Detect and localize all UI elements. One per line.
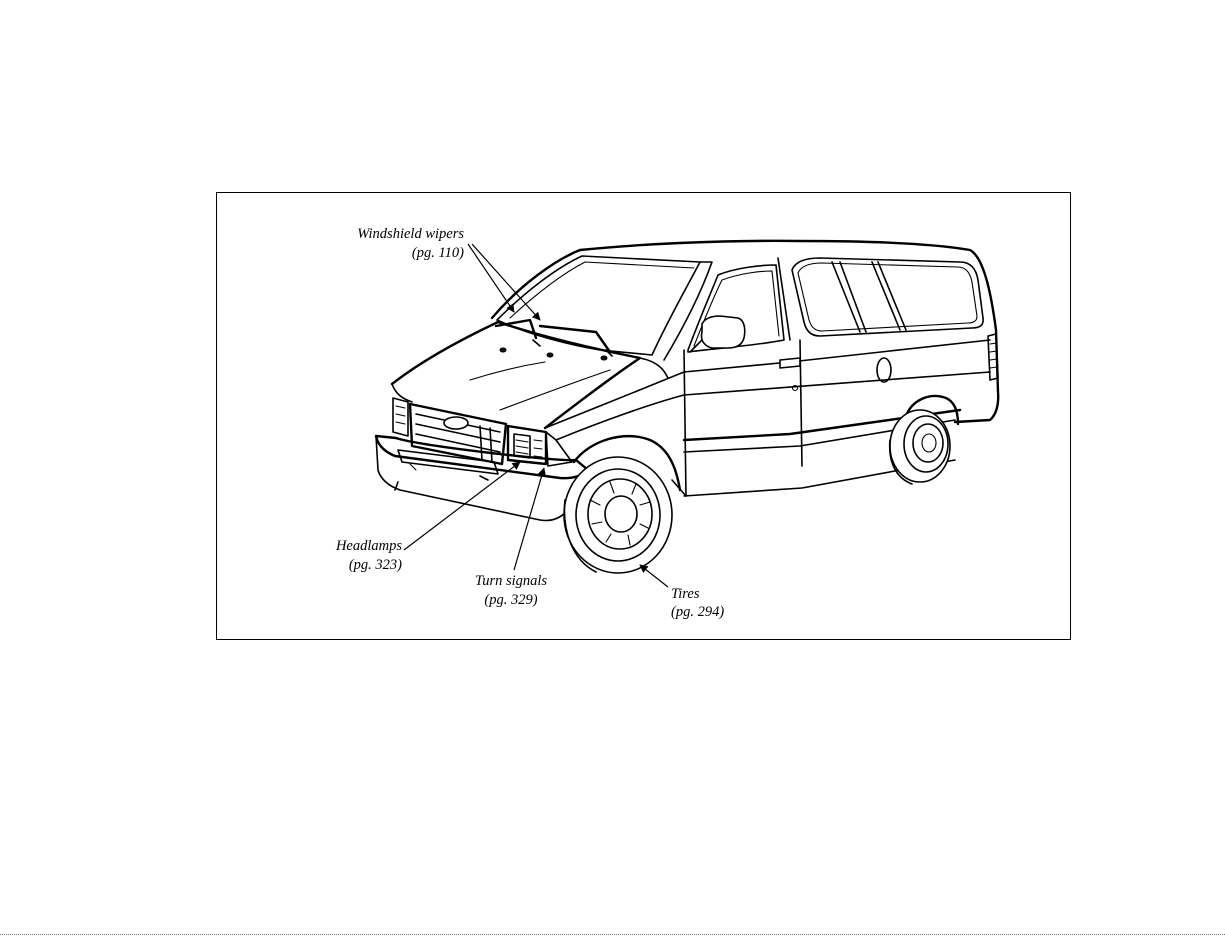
leader-wiper-left bbox=[468, 244, 514, 312]
callout-headlamps: Headlamps (pg. 323) bbox=[335, 538, 402, 573]
page-bottom-rule bbox=[0, 934, 1225, 935]
headlamp-left bbox=[393, 398, 408, 436]
callout-turn-signals: Turn signals (pg. 329) bbox=[475, 573, 547, 608]
van-illustration bbox=[376, 241, 998, 573]
grille-emblem bbox=[444, 417, 468, 429]
rear-side-windows bbox=[792, 258, 983, 336]
callout-page-ref: (pg. 294) bbox=[671, 604, 724, 620]
hood bbox=[392, 322, 640, 428]
callout-label: Tires bbox=[671, 586, 700, 602]
callout-page-ref: (pg. 329) bbox=[484, 592, 537, 608]
front-wheel bbox=[564, 457, 672, 573]
rear-wheel bbox=[890, 396, 958, 484]
callout-page-ref: (pg. 323) bbox=[349, 557, 402, 573]
callout-windshield-wipers: Windshield wipers (pg. 110) bbox=[357, 226, 464, 261]
leader-headlamps bbox=[404, 462, 520, 550]
door-handle bbox=[780, 358, 800, 368]
callout-label: Windshield wipers bbox=[357, 226, 464, 242]
callout-page-ref: (pg. 110) bbox=[412, 245, 464, 261]
callout-label: Headlamps bbox=[335, 538, 402, 554]
leader-tires bbox=[640, 565, 668, 587]
side-mirror bbox=[701, 316, 744, 348]
callout-tires: Tires (pg. 294) bbox=[671, 586, 724, 620]
leader-turn-signals bbox=[514, 468, 544, 570]
fuel-door bbox=[877, 358, 891, 382]
callout-label: Turn signals bbox=[475, 573, 547, 589]
